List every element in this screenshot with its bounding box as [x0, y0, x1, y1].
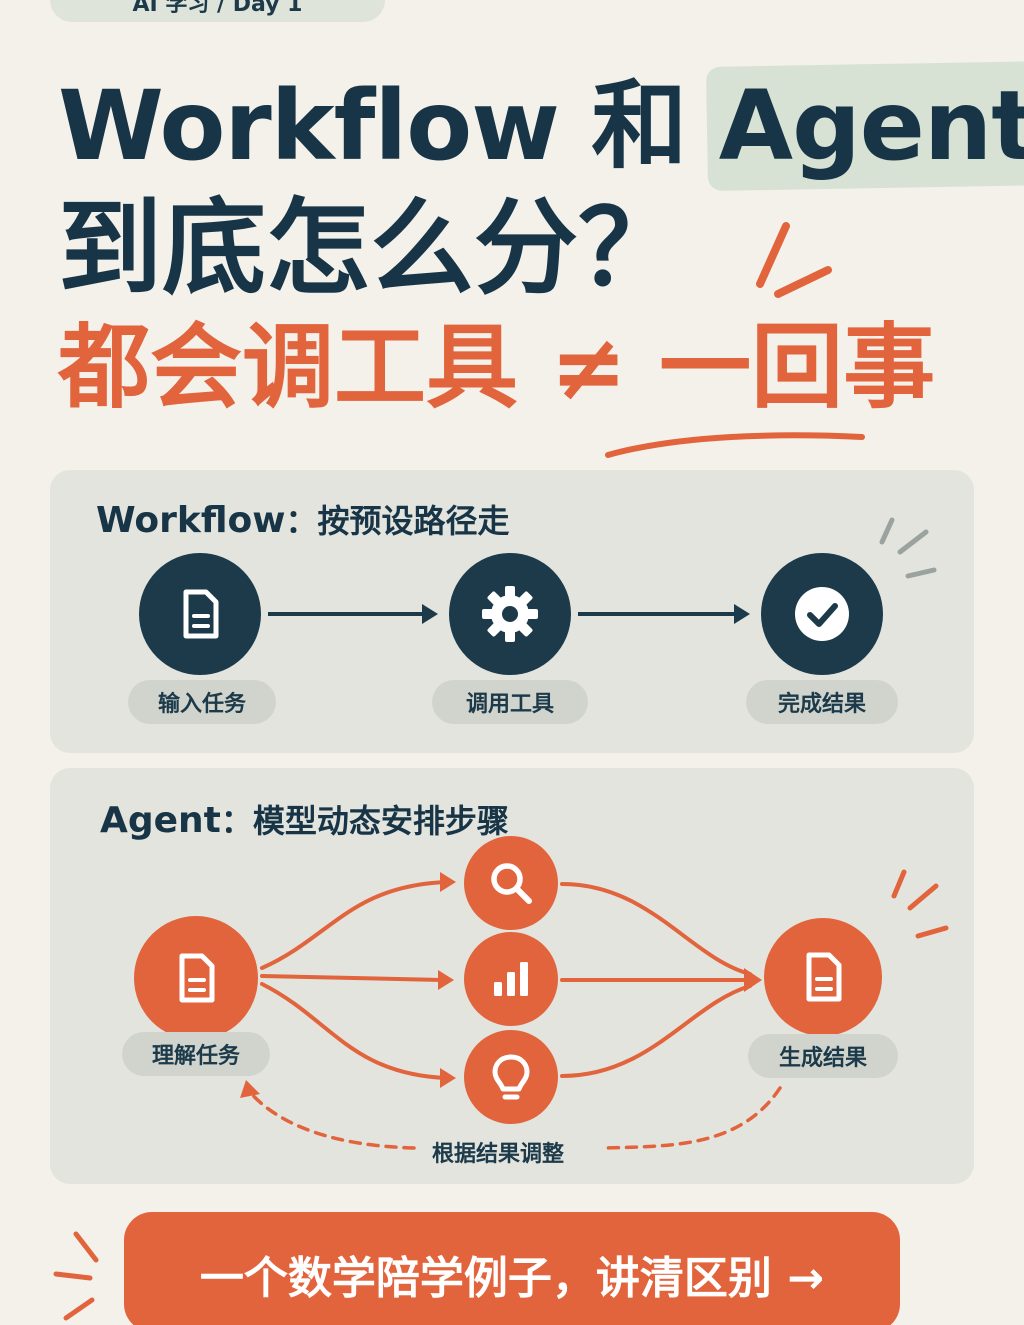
spark-decoration-icon [879, 517, 937, 579]
document-icon [806, 952, 842, 1002]
title-highlight: Agent [719, 78, 1024, 174]
document-icon [183, 589, 219, 639]
workflow-step-input [139, 553, 261, 675]
spark-decoration-icon [756, 222, 832, 298]
gear-icon [482, 586, 538, 642]
agent-card: Agent：模型动态安排步骤 [50, 768, 974, 1184]
spark-decoration-icon [53, 1231, 99, 1321]
agent-end-node [764, 918, 882, 1036]
workflow-card-title: Workflow：按预设路径走 [96, 500, 510, 541]
workflow-card: Workflow：按预设路径走 [50, 470, 974, 753]
workflow-arrows [268, 604, 750, 624]
agent-end-label: 生成结果 [748, 1034, 898, 1078]
underline-decoration-icon [605, 432, 865, 458]
agent-start-node [134, 916, 258, 1040]
workflow-step-label: 调用工具 [432, 680, 588, 724]
workflow-step-label: 输入任务 [128, 680, 276, 724]
spark-decoration-icon [891, 869, 949, 939]
cta-label: 一个数学陪学例子，讲清区别 → [199, 1253, 825, 1304]
agent-loop-label: 根据结果调整 [432, 1142, 565, 1167]
agent-tool-chart [464, 932, 558, 1026]
agent-tool-idea [464, 1030, 558, 1124]
agent-card-title: Agent：模型动态安排步骤 [100, 800, 509, 841]
search-icon [491, 863, 532, 904]
document-icon [179, 953, 215, 1003]
workflow-step-label: 完成结果 [746, 680, 898, 724]
check-icon [795, 587, 849, 641]
agent-start-label: 理解任务 [122, 1032, 270, 1076]
agent-tool-search [464, 836, 558, 930]
series-tag: AI 学习 / Day 1 [50, 0, 385, 22]
page-subtitle: 都会调工具 ≠ 一回事 [58, 314, 936, 421]
lightbulb-icon [492, 1054, 530, 1100]
page-title-line1: Workflow 和 Agent [58, 78, 1024, 174]
page-title-line2: 到底怎么分？ [58, 187, 683, 309]
agent-flow-arrows [240, 872, 782, 1150]
cta-button[interactable]: 一个数学陪学例子，讲清区别 → [124, 1212, 900, 1325]
workflow-step-tool [449, 553, 571, 675]
workflow-step-result [761, 553, 883, 675]
bar-chart-icon [494, 962, 528, 996]
